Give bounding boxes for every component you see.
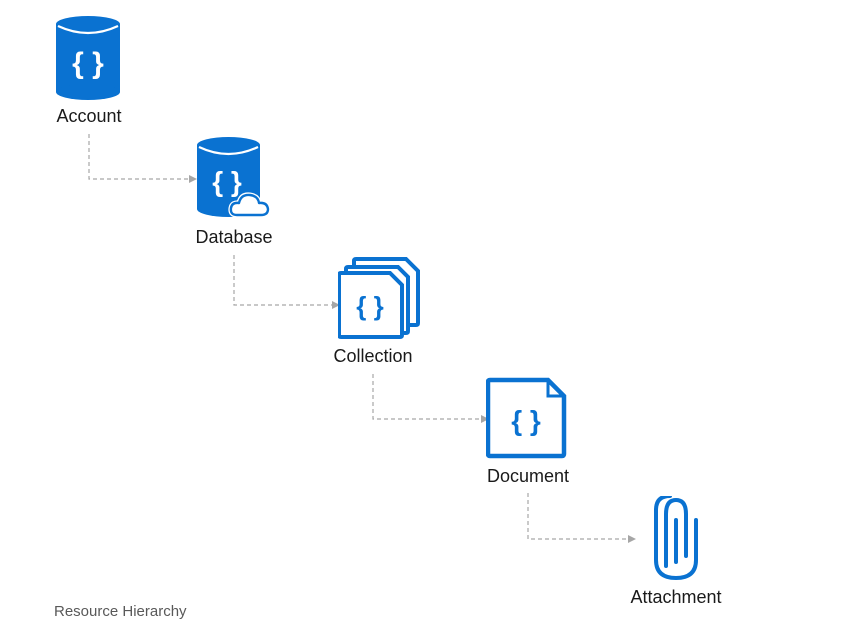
attachment-label: Attachment [630,587,722,607]
svg-text:{ }: { } [72,47,104,80]
database-cloud-icon: { } [197,137,271,218]
database-icon: { } [56,16,120,100]
attachment-node[interactable] [648,496,704,580]
document-node[interactable]: { } [486,377,568,459]
account-node[interactable]: { } [56,16,120,100]
database-node[interactable]: { } [197,137,271,219]
edge-database-collection [233,255,340,309]
collection-label: Collection [333,346,413,366]
edge-account-database [88,134,197,183]
stacked-documents-icon: { } [338,257,420,339]
svg-text:{ }: { } [356,291,383,321]
account-label: Account [56,106,122,126]
paperclip-icon [654,496,698,580]
database-label: Database [195,227,273,247]
document-icon: { } [486,377,567,459]
edge-collection-document [372,374,489,423]
svg-text:{ }: { } [511,405,541,436]
diagram-caption: Resource Hierarchy [54,603,187,620]
svg-text:{ }: { } [212,166,242,197]
collection-node[interactable]: { } [338,257,420,339]
cloud-icon [228,192,271,218]
document-label: Document [486,466,570,486]
edge-document-attachment [527,493,636,543]
